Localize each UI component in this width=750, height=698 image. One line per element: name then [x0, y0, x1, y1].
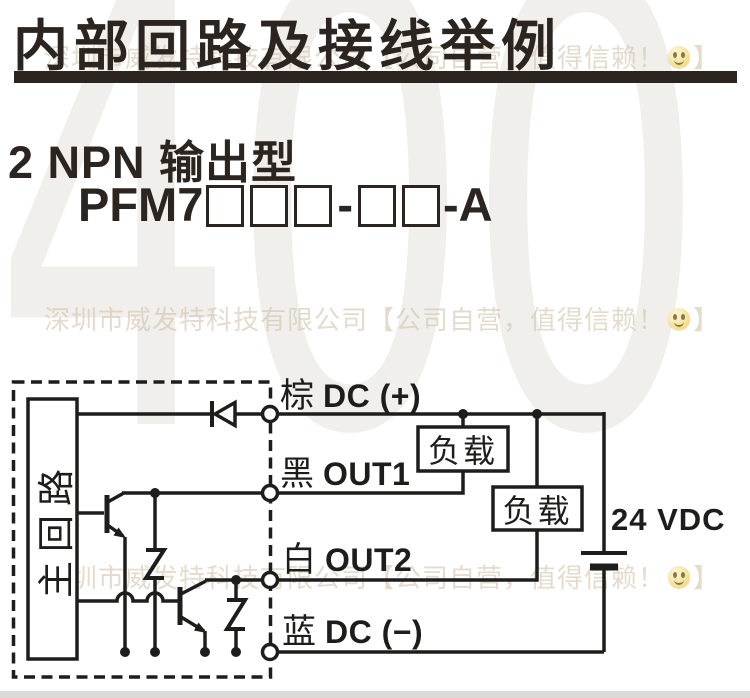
title-rule [14, 71, 737, 83]
main-circuit-box [26, 397, 79, 661]
load2-label: 负载 [502, 492, 573, 529]
background-number-watermark: 400 [0, 0, 708, 571]
label-out1: 黑 OUT1 [280, 446, 410, 495]
protection-diode-icon [77, 399, 262, 429]
watermark-bracket: 】 [693, 305, 721, 335]
terminal-out1 [260, 483, 280, 503]
load2-box [278, 414, 584, 582]
model-placeholder-box [250, 184, 289, 227]
npn-transistor-1 [77, 491, 127, 652]
terminal-dc-plus [260, 404, 280, 424]
model-suffix: -A [443, 178, 493, 231]
watermark-text: 深圳市威发特科技有限公司【公司自营，值得信赖！ [44, 305, 666, 335]
load1-label: 负载 [427, 433, 498, 469]
watermark-text: 深圳市威发特科技有限公司【公司自营，值得信赖！ [44, 43, 666, 73]
base-wire-2 [77, 591, 178, 603]
watermark-bracket: 】 [693, 43, 721, 73]
junction-dots [120, 409, 542, 657]
page-title: 内部回路及接线举例 [13, 15, 563, 77]
zener-diode-1 [142, 493, 168, 652]
wire-color-black: 黑 [280, 456, 314, 493]
smiley-icon [668, 565, 691, 588]
terminal-dc-minus [260, 642, 280, 662]
company-watermark-row: 深圳市威发特科技有限公司【公司自营，值得信赖！ 】 [44, 300, 720, 337]
label-out2: 白 OUT2 [282, 532, 412, 581]
model-placeholder-box [206, 184, 245, 227]
model-separator: - [337, 178, 354, 231]
bottom-edge-strip [0, 691, 750, 698]
wire-color-white: 白 [282, 542, 316, 579]
model-placeholder-box [358, 184, 397, 227]
smiley-icon [668, 307, 691, 330]
main-circuit-label: 主回路 [36, 460, 78, 598]
model-placeholder-box [402, 184, 441, 227]
supply-voltage-label: 24 VDC [611, 502, 726, 537]
model-placeholder-box [294, 184, 333, 227]
npn-transistor-2 [177, 578, 262, 652]
model-prefix: PFM7 [78, 178, 204, 231]
zener-diode-2 [223, 580, 249, 652]
label-dc-plus: 棕 DC (+) [280, 368, 421, 417]
wire-color-brown: 棕 [280, 378, 314, 415]
section-heading: 2 NPN 输出型 [8, 137, 298, 188]
battery-icon [581, 551, 627, 652]
sensor-dashed-outline [11, 380, 273, 679]
smiley-icon [668, 45, 691, 68]
load1-box [278, 414, 510, 495]
label-dc-minus: 蓝 DC (−) [282, 604, 423, 653]
company-watermark-row: 深圳市威发特科技有限公司【公司自营，值得信赖！ 】 [44, 38, 720, 75]
model-number: PFM7 - -A [78, 177, 493, 232]
watermark-bracket: 】 [693, 563, 721, 593]
terminal-out2 [260, 570, 280, 590]
wire-color-blue: 蓝 [282, 614, 316, 651]
